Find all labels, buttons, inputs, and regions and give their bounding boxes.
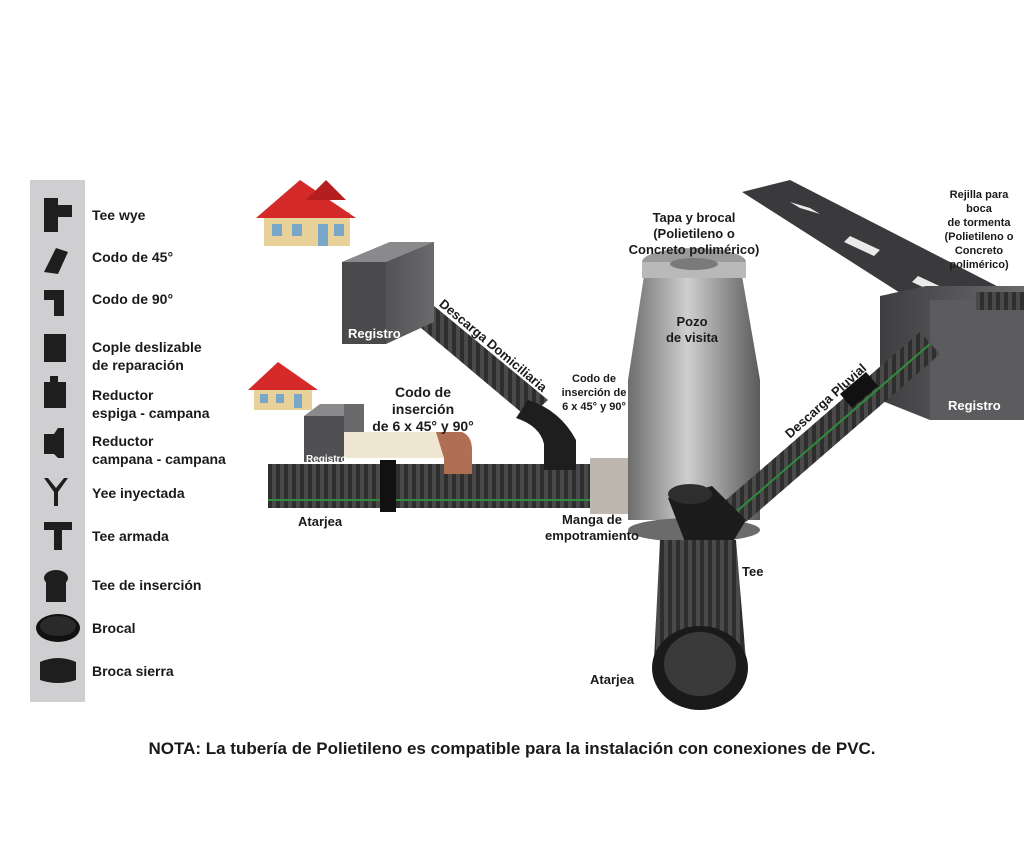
legend-label-insertion-tee: Tee de inserción — [92, 577, 202, 593]
storm-grate-label: Rejilla para boca de tormenta (Polietile… — [944, 189, 1014, 271]
pipe-coupling — [380, 460, 396, 512]
cover-rim-label: Tapa y brocal (Polietileno o Concreto po… — [628, 210, 760, 257]
legend-label-reducer-bell-bell: Reductor campana - campana — [92, 433, 226, 467]
house-discharge-pipe — [402, 296, 576, 470]
legend-label-slip-coupling: Cople deslizable de reparación — [92, 339, 202, 373]
tee-label: Tee — [742, 564, 764, 579]
legend-label-elbow-90: Codo de 90° — [92, 291, 174, 307]
sewer-label-left: Atarjea — [298, 514, 343, 529]
registro-box-1 — [342, 242, 434, 344]
assembled-tee-icon — [44, 522, 72, 550]
registro-box-3 — [880, 286, 1024, 420]
grate-pipe — [976, 292, 1024, 310]
registro-label-3: Registro — [948, 398, 1001, 413]
insertion-elbow-label-large: Codo de inserción de 6 x 45° y 90° — [372, 384, 474, 434]
hole-saw-icon — [40, 658, 76, 683]
legend-label-hole-saw: Broca sierra — [92, 663, 174, 679]
insertion-elbow-small — [344, 432, 472, 474]
registro-label-2: Registro — [306, 454, 347, 465]
legend-label-injected-wye: Yee inyectada — [92, 485, 185, 501]
insertion-elbow-label-small: Codo de inserción de 6 x 45° y 90° — [561, 373, 627, 413]
legend-label-assembled-tee: Tee armada — [92, 528, 169, 544]
legend-label-reducer-spigot-bell: Reductor espiga - campana — [92, 387, 210, 421]
legend-label-elbow-45: Codo de 45° — [92, 249, 174, 265]
sleeve-label: Manga de empotramiento — [545, 512, 639, 543]
manhole-label: Pozo de visita — [665, 314, 719, 345]
embedment-sleeve — [590, 458, 634, 514]
sewer-pipe-left — [268, 464, 594, 508]
reducer-bell-bell-icon — [44, 428, 64, 458]
house-icon — [256, 180, 356, 246]
slip-coupling-icon — [44, 334, 66, 362]
reducer-spigot-bell-icon — [44, 376, 66, 408]
sewer-label-bottom: Atarjea — [590, 672, 635, 687]
tee-wye-icon — [44, 198, 72, 232]
registro-label-1: Registro — [348, 326, 401, 341]
elbow-90-icon — [44, 290, 64, 316]
storm-discharge-pipe — [726, 332, 940, 522]
insertion-tee-icon — [44, 570, 68, 602]
legend-label-manhole-rim: Brocal — [92, 620, 136, 636]
manhole-rim-icon — [36, 614, 80, 642]
house-icon-small — [248, 362, 318, 410]
legend-label-tee-wye: Tee wye — [92, 207, 146, 223]
compatibility-note: NOTA: La tubería de Polietileno es compa… — [148, 739, 876, 758]
injected-wye-icon — [44, 478, 68, 506]
sewer-pipe-bottom — [652, 540, 748, 710]
elbow-45-icon — [44, 248, 68, 274]
